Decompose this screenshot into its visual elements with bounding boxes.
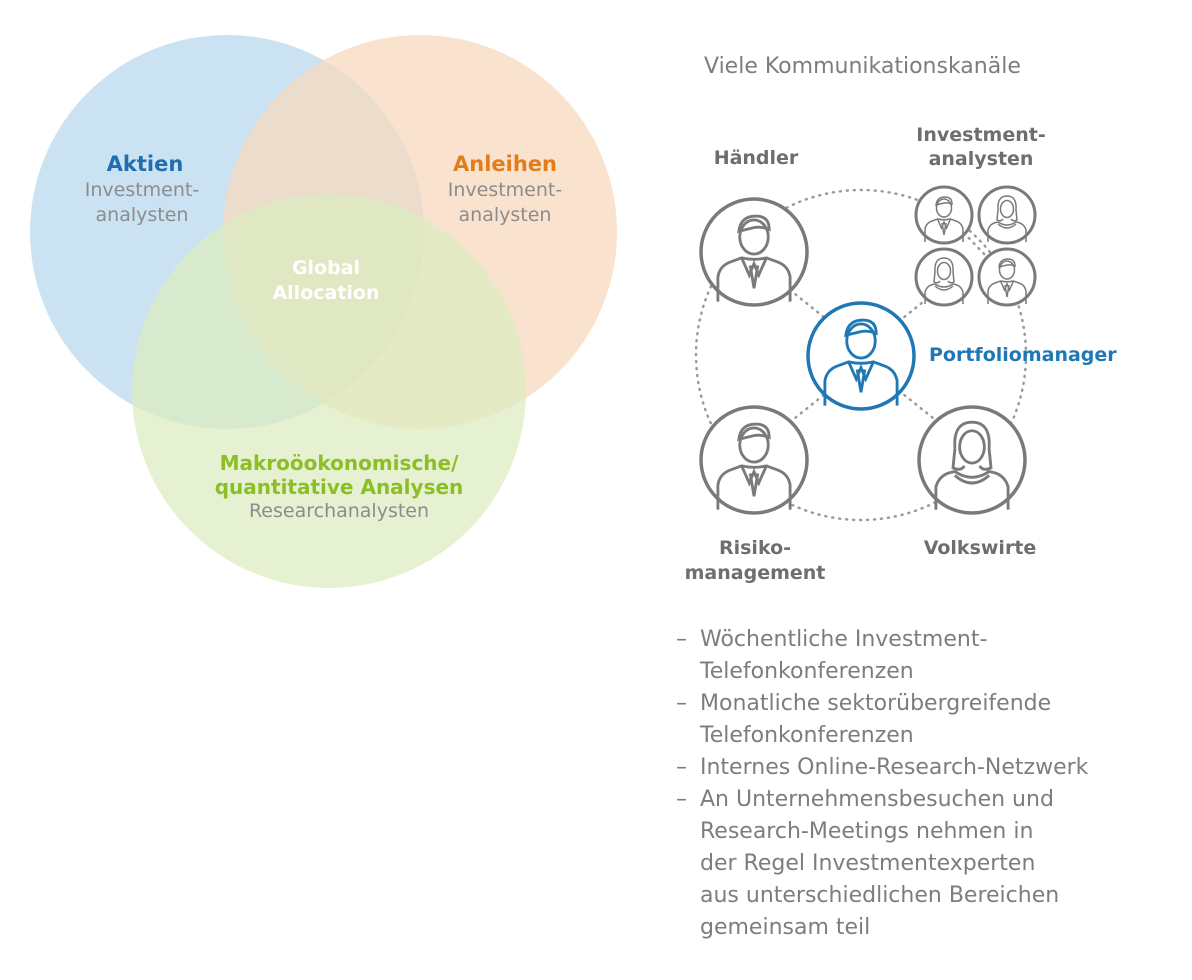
list-dash: – <box>676 627 687 652</box>
channels-title: Viele Kommunikationskanäle <box>704 54 1021 79</box>
risiko-node <box>699 405 809 515</box>
channels-list: – Wöchentliche Investment- Telefonkonfer… <box>676 624 1176 944</box>
list-item: – Wöchentliche Investment- Telefonkonfer… <box>676 624 1176 688</box>
haendler-node <box>699 197 809 307</box>
label-investment-line1: Investment- <box>916 124 1046 146</box>
label-volkswirte: Volkswirte <box>923 537 1037 559</box>
anleihen-sub-line1: Investment- <box>447 179 563 201</box>
center-label-line1: Global <box>291 257 361 279</box>
anleihen-sub-line2: analysten <box>458 204 552 226</box>
analysts-cluster <box>914 185 1037 307</box>
connector-volkswirte-pm <box>896 388 940 424</box>
network-ring <box>694 188 1028 522</box>
center-label-line2: Allocation <box>272 282 380 304</box>
label-investment-line2: analysten <box>928 148 1034 170</box>
list-item: – Monatliche sektorübergreifende Telefon… <box>676 688 1176 752</box>
list-dash: – <box>676 787 687 812</box>
label-portfoliomanager: Portfoliomanager <box>929 344 1117 366</box>
aktien-sub-line1: Investment- <box>84 179 200 201</box>
label-risiko-line2: management <box>684 562 826 584</box>
list-dash: – <box>676 691 687 716</box>
anleihen-title: Anleihen <box>453 152 557 176</box>
list-dash: – <box>676 755 687 780</box>
venn-circle-makro <box>132 194 526 588</box>
connector-analysts-inner <box>962 231 990 260</box>
volkswirte-node <box>917 405 1027 515</box>
makro-title-line2: quantitative Analysen <box>214 475 464 499</box>
list-item: – Internes Online-Research-Netzwerk <box>676 752 1176 784</box>
portfoliomanager-node <box>806 301 916 411</box>
makro-title-line1: Makroöokonomische/ <box>219 451 459 475</box>
makro-sub: Researchanalysten <box>248 500 430 522</box>
label-haendler: Händler <box>713 147 799 169</box>
label-risiko-line1: Risiko- <box>718 537 792 559</box>
aktien-title: Aktien <box>106 152 184 176</box>
aktien-sub-line2: analysten <box>95 204 189 226</box>
list-item: – An Unternehmensbesuchen und Research-M… <box>676 784 1176 944</box>
